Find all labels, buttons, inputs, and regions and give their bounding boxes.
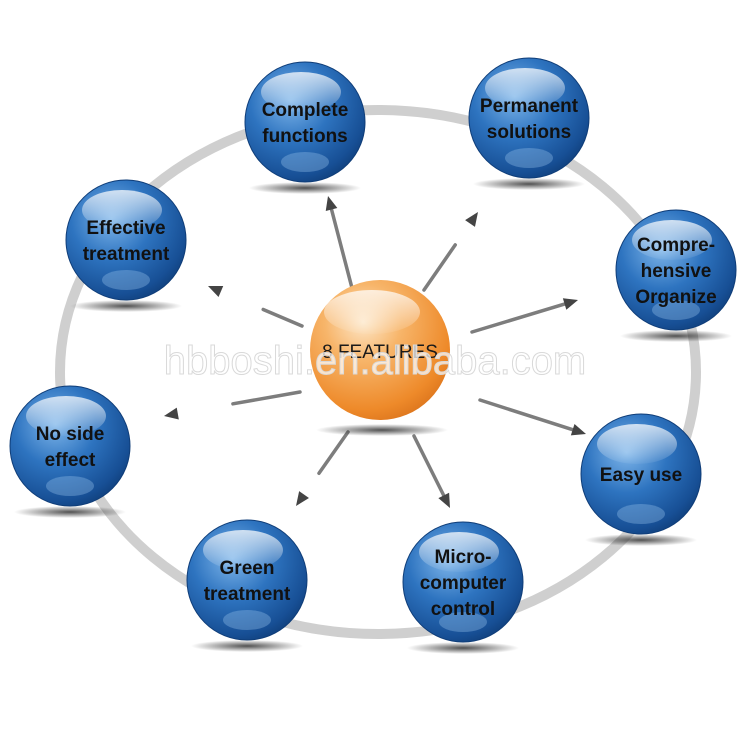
feature-label: hensive — [641, 261, 712, 282]
node-shadow — [585, 534, 697, 546]
node-bottom-glow — [439, 612, 487, 632]
feature-nodes: Complete functions Permanent solutionsCompr… — [9, 57, 737, 654]
feature-node: Easy use — [580, 413, 702, 546]
arrow-head — [208, 285, 224, 298]
feature-label: Effective — [86, 218, 165, 239]
feature-label: Permanent — [480, 96, 579, 117]
arrow-head — [325, 196, 338, 212]
arrow-shaft — [478, 398, 577, 433]
node-bottom-glow — [505, 148, 553, 168]
watermark-text: hbboshi.en.alibaba.com — [164, 339, 587, 383]
arrow-shaft — [470, 301, 569, 334]
feature-node: Complete functions — [244, 61, 366, 194]
connecting-ring — [55, 105, 701, 639]
arrow-shaft — [261, 307, 304, 328]
feature-arrow — [422, 212, 478, 292]
node-bottom-glow — [652, 300, 700, 320]
feature-arrow — [164, 390, 302, 420]
feature-label: treatment — [204, 584, 291, 605]
arrow-head — [438, 492, 450, 508]
feature-label: Organize — [635, 287, 716, 308]
center-node: 8 FEATURES — [310, 280, 450, 436]
node-highlight — [597, 424, 677, 464]
arrow-head — [465, 212, 478, 227]
node-highlight — [82, 190, 162, 230]
node-shadow — [407, 642, 519, 654]
arrows-layer — [164, 196, 586, 508]
feature-arrow — [478, 398, 586, 436]
arrow-head — [164, 407, 179, 420]
node-shadow — [191, 640, 303, 652]
feature-label: No side — [36, 424, 105, 445]
node-shadow — [70, 300, 182, 312]
arrow-shaft — [231, 390, 302, 406]
node-shadow — [249, 182, 361, 194]
feature-label: Compre- — [637, 235, 715, 256]
arrow-head — [570, 424, 586, 436]
feature-arrow — [412, 434, 450, 508]
feature-label: solutions — [487, 122, 571, 143]
node-bottom-glow — [46, 476, 94, 496]
feature-label: Micro- — [435, 547, 492, 568]
feature-label: computer — [420, 573, 507, 594]
feature-node: Effective treatment — [65, 179, 187, 312]
feature-node: Permanent solutions — [468, 57, 590, 190]
node-bottom-glow — [617, 504, 665, 524]
feature-label: effect — [45, 450, 96, 471]
arrow-head — [296, 491, 309, 506]
node-highlight — [26, 396, 106, 436]
feature-arrow — [208, 285, 304, 328]
arrow-shaft — [412, 434, 447, 500]
center-label: 8 FEATURES — [322, 342, 438, 363]
feature-label: Easy use — [600, 465, 682, 486]
node-shadow — [473, 178, 585, 190]
node-shadow — [14, 506, 126, 518]
arrow-shaft — [317, 430, 350, 476]
arrow-head — [562, 298, 578, 310]
arrow-shaft — [329, 205, 354, 290]
node-highlight — [261, 72, 341, 112]
node-shadow — [620, 330, 732, 342]
node-bottom-glow — [223, 610, 271, 630]
feature-arrow — [470, 298, 578, 334]
node-highlight — [632, 220, 712, 260]
feature-label: control — [431, 599, 495, 620]
feature-node: No side effect — [9, 385, 131, 518]
feature-node: Green treatment — [186, 519, 308, 652]
node-bottom-glow — [102, 270, 150, 290]
feature-arrow — [325, 196, 354, 290]
feature-label: Green — [220, 558, 275, 579]
feature-arrow — [296, 430, 350, 506]
node-highlight — [485, 68, 565, 108]
node-highlight — [419, 532, 499, 572]
feature-label: treatment — [83, 244, 170, 265]
arrow-shaft — [422, 243, 457, 292]
node-bottom-glow — [281, 152, 329, 172]
feature-label: Complete — [262, 100, 349, 121]
feature-label: functions — [262, 126, 348, 147]
node-highlight — [203, 530, 283, 570]
feature-node: Micro-computer control — [402, 521, 524, 654]
